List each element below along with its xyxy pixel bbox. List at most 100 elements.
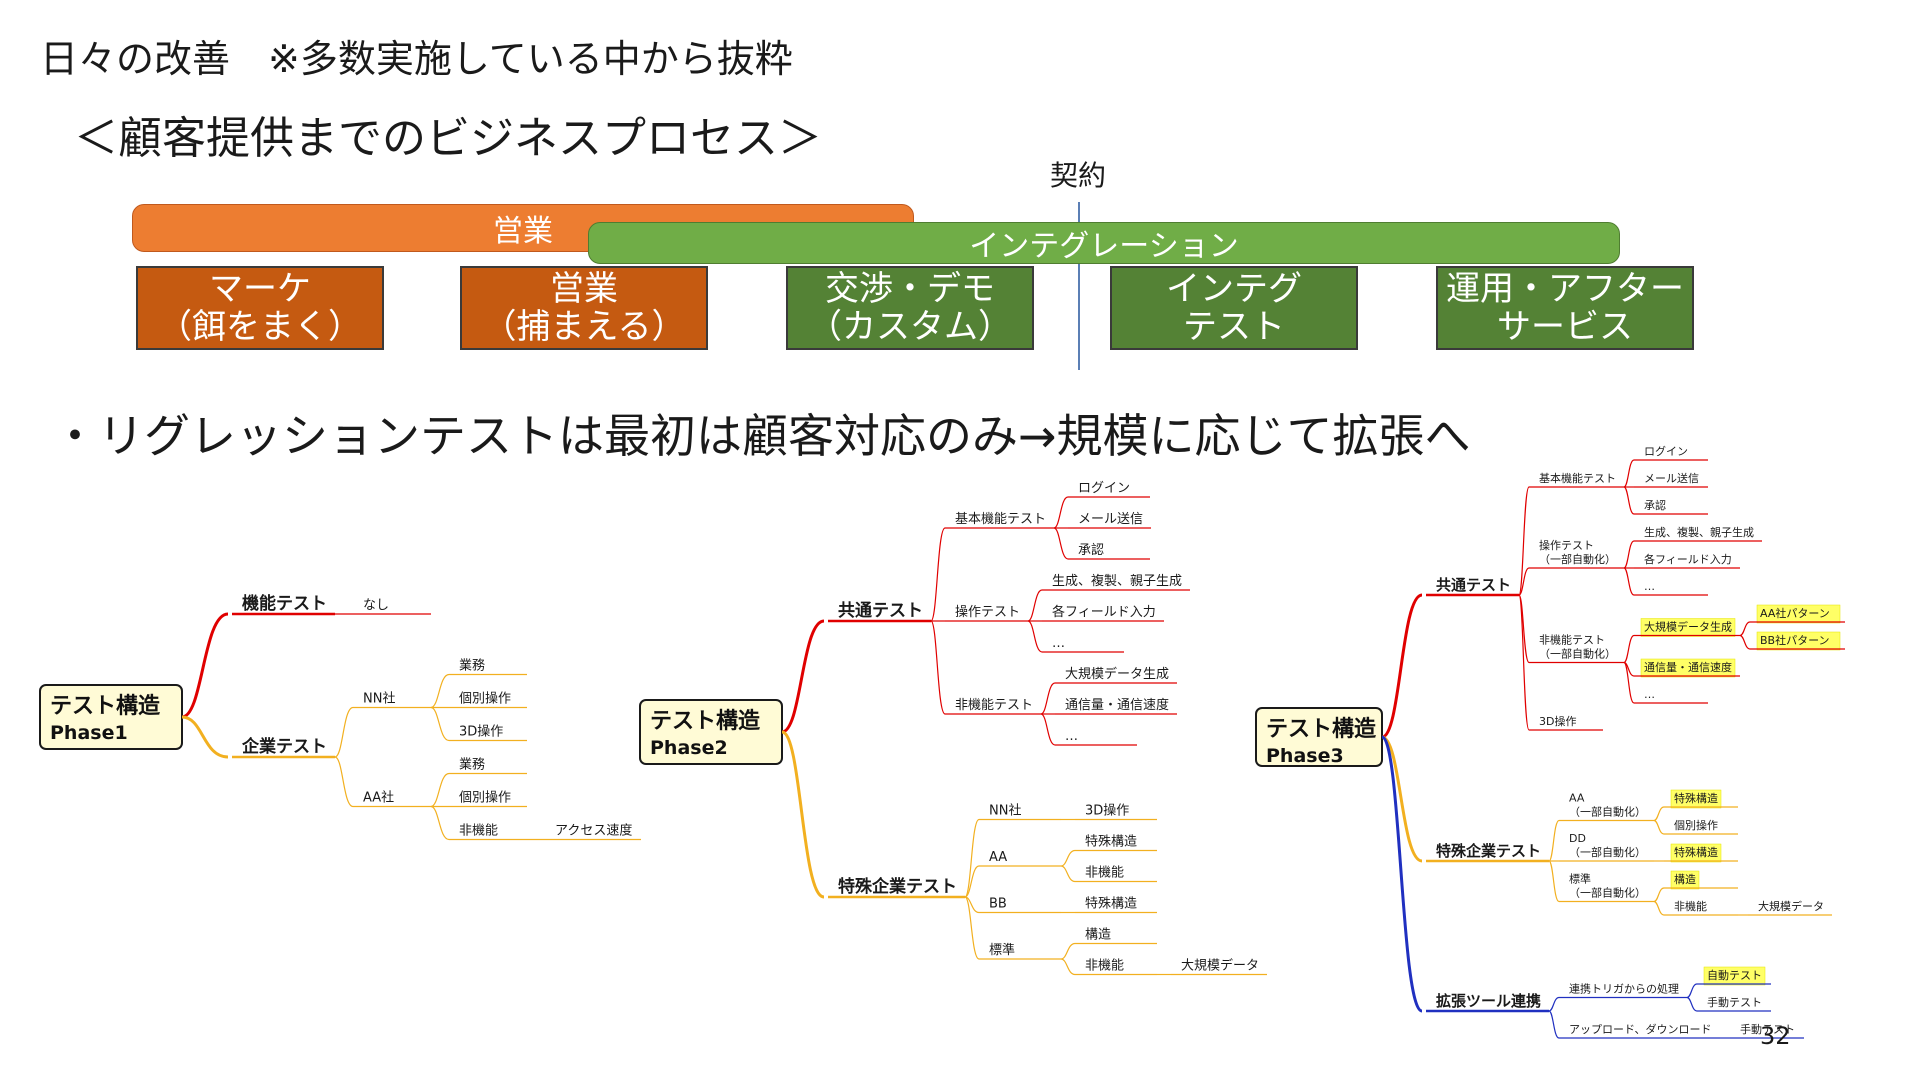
mindmap-connector bbox=[1686, 996, 1698, 1012]
branch-label: 企業テスト bbox=[241, 736, 327, 757]
mindmap-main-branch bbox=[1380, 735, 1423, 1013]
mindmap-connector bbox=[1686, 983, 1698, 999]
mindmap-main-branch bbox=[781, 730, 825, 899]
leaf-label: 個別操作 bbox=[1674, 818, 1718, 832]
leaf-label: アップロード、ダウンロード bbox=[1569, 1022, 1712, 1036]
leaf-label: 特殊構造 bbox=[1674, 791, 1718, 805]
highlight-marker bbox=[1756, 604, 1841, 624]
leaf-label: 通信量・通信速度 bbox=[1644, 660, 1732, 674]
leaf-label: 承認 bbox=[1078, 542, 1104, 558]
mindmap-connector bbox=[964, 865, 980, 898]
leaf-label: AA社 bbox=[363, 790, 394, 806]
mindmap-connector bbox=[334, 706, 354, 758]
mindmap-connector bbox=[1623, 486, 1635, 515]
mindmap-connector bbox=[930, 527, 946, 622]
mindmap-main-branch bbox=[1381, 735, 1423, 863]
mindmap-connector bbox=[1548, 1010, 1560, 1039]
integration-span-label: インテグレーション bbox=[969, 229, 1239, 264]
leaf-label: 基本機能テスト bbox=[955, 512, 1046, 527]
leaf-label: 通信量・通信速度 bbox=[1065, 697, 1169, 713]
leaf-label: 非機能テスト（一部自動化） bbox=[1539, 633, 1616, 661]
leaf-label: NN社 bbox=[989, 803, 1021, 819]
leaf-label: 生成、複製、親子生成 bbox=[1052, 573, 1182, 589]
root-title: テスト構造 bbox=[1266, 716, 1376, 742]
mindmap-connector bbox=[430, 805, 450, 841]
highlight-marker bbox=[1703, 966, 1766, 986]
mindmap-main-branch bbox=[181, 715, 229, 759]
mindmap-connector bbox=[964, 818, 980, 898]
leaf-label: NN社 bbox=[363, 691, 395, 707]
mindmap-connector bbox=[1027, 589, 1043, 622]
mindmap-connector bbox=[1623, 540, 1635, 569]
highlight-marker bbox=[1640, 658, 1736, 678]
leaf-label: 非機能 bbox=[1085, 866, 1124, 881]
leaf-label: … bbox=[1052, 636, 1065, 651]
phase-box-sales: 営業 （捕まえる） bbox=[460, 266, 708, 350]
mindmap-connector bbox=[1053, 496, 1069, 529]
mindmap-connector bbox=[1040, 713, 1056, 746]
leaf-label: … bbox=[1065, 729, 1078, 744]
mindmap-connector bbox=[1739, 634, 1751, 650]
mindmap-connector bbox=[1548, 819, 1560, 862]
root-phase: Phase1 bbox=[50, 722, 128, 744]
leaf-label: 基本機能テスト bbox=[1539, 471, 1616, 485]
sales-span-label: 営業 bbox=[493, 214, 553, 249]
leaf-label: 個別操作 bbox=[459, 790, 511, 806]
mindmap-connector bbox=[430, 673, 450, 709]
leaf-label: 手動テスト bbox=[1740, 1022, 1795, 1036]
leaf-label: … bbox=[1644, 580, 1655, 593]
leaf-label: 手動テスト bbox=[1707, 995, 1762, 1009]
leaf-label: DD（一部自動化） bbox=[1569, 832, 1646, 859]
mindmap-connector bbox=[1623, 459, 1635, 488]
phase-line1: インテグ bbox=[1166, 269, 1302, 309]
mindmap-connector bbox=[430, 772, 450, 808]
leaf-label: BB社パターン bbox=[1760, 633, 1830, 647]
phase-line2: （餌をまく） bbox=[158, 307, 362, 347]
mindmap-connector bbox=[1548, 860, 1560, 903]
root-phase: Phase3 bbox=[1266, 745, 1344, 767]
page-number: 32 bbox=[1760, 1022, 1791, 1050]
branch-label: 共通テスト bbox=[838, 601, 923, 621]
mindmap-connector bbox=[1040, 682, 1056, 715]
leaf-label: 業務 bbox=[459, 658, 485, 674]
leaf-label: 個別操作 bbox=[459, 691, 511, 707]
highlight-marker bbox=[1670, 789, 1722, 809]
leaf-label: 各フィールド入力 bbox=[1052, 604, 1156, 620]
mindmap-connector bbox=[1053, 527, 1069, 560]
leaf-label: 3D操作 bbox=[1539, 714, 1576, 728]
leaf-label: 自動テスト bbox=[1707, 968, 1762, 982]
leaf-label: 非機能 bbox=[459, 824, 498, 839]
root-title: テスト構造 bbox=[50, 693, 160, 719]
leaf-label: ログイン bbox=[1078, 481, 1130, 496]
leaf-label: 3D操作 bbox=[1085, 803, 1129, 819]
mindmap-main-branch bbox=[181, 612, 229, 719]
leaf-label: 生成、複製、親子生成 bbox=[1644, 525, 1754, 539]
branch-label: 特殊企業テスト bbox=[1436, 842, 1541, 860]
mindmap-connector bbox=[964, 896, 980, 960]
leaf-label: 連携トリガからの処理 bbox=[1569, 982, 1679, 996]
phase-line2: （カスタム） bbox=[808, 307, 1012, 347]
leaf-label: BB bbox=[989, 897, 1007, 912]
mindmap-connector bbox=[430, 706, 450, 742]
phase-line1: 交渉・デモ bbox=[825, 269, 995, 309]
highlight-marker bbox=[1640, 618, 1736, 637]
mindmap-connector bbox=[1060, 958, 1076, 976]
leaf-label: 標準（一部自動化） bbox=[1569, 872, 1646, 900]
mindmap-connector bbox=[1548, 996, 1560, 1012]
phase-line1: 営業 bbox=[550, 269, 618, 309]
leaf-label: 承認 bbox=[1644, 498, 1666, 512]
mindmap-connector bbox=[1623, 567, 1635, 596]
highlight-marker bbox=[1756, 631, 1841, 651]
mindmap-main-branch bbox=[1381, 593, 1423, 739]
phase-line2: テスト bbox=[1183, 307, 1285, 347]
mindmap-connector bbox=[1653, 806, 1665, 822]
mindmap-connector bbox=[1060, 865, 1076, 883]
mindmap-connector bbox=[1739, 621, 1751, 637]
mindmap-connector bbox=[930, 620, 946, 715]
phase-line1: 運用・アフター bbox=[1446, 269, 1684, 309]
leaf-label: 構造 bbox=[1674, 872, 1696, 886]
branch-label: 共通テスト bbox=[1436, 576, 1511, 594]
leaf-label: ログイン bbox=[1644, 444, 1688, 458]
phase-line2: サービス bbox=[1497, 307, 1633, 347]
